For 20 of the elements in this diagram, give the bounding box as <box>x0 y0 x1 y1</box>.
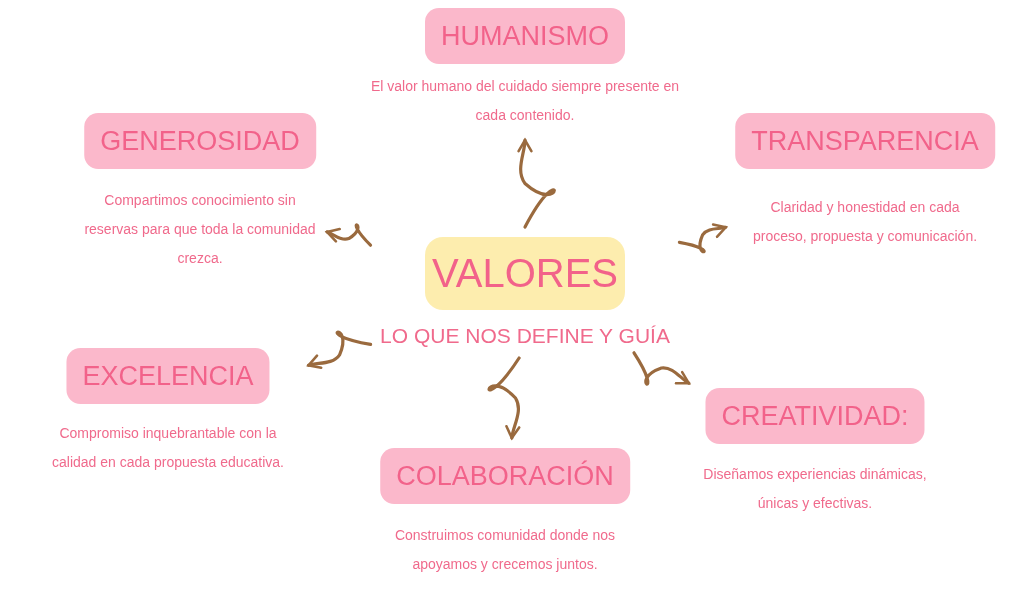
value-description: Compartimos conocimiento sin reservas para que toda la comunidad crezca. <box>83 191 317 268</box>
value-description: Construimos comunidad donde nos apoyamos y crecemos juntos. <box>393 526 617 574</box>
value-heading: TRANSPARENCIA <box>735 113 995 169</box>
value-heading: COLABORACIÓN <box>380 448 630 504</box>
value-heading: EXCELENCIA <box>66 348 270 404</box>
value-heading: HUMANISMO <box>425 8 625 64</box>
value-description: Compromiso inquebrantable con la calidad en cada propuesta educativa. <box>51 424 285 472</box>
title-box: VALORES <box>425 237 625 310</box>
subtitle: LO QUE NOS DEFINE Y GUÍA <box>380 324 670 348</box>
value-description: El valor humano del cuidado siempre presente en cada contenido. <box>369 77 681 125</box>
curly-arrow <box>325 223 373 247</box>
value-description: Claridad y honestidad en cada proceso, propuesta y comunicación. <box>752 198 978 246</box>
curly-arrow <box>516 138 556 229</box>
value-description: Diseñamos experiencias dinámicas, únicas y efectivas. <box>702 465 928 513</box>
curly-arrow <box>632 351 691 386</box>
curly-arrow <box>487 356 522 440</box>
value-heading: CREATIVIDAD: <box>705 388 925 444</box>
value-heading: GENEROSIDAD <box>84 113 316 169</box>
curly-arrow <box>306 330 373 370</box>
curly-arrow <box>677 222 728 254</box>
